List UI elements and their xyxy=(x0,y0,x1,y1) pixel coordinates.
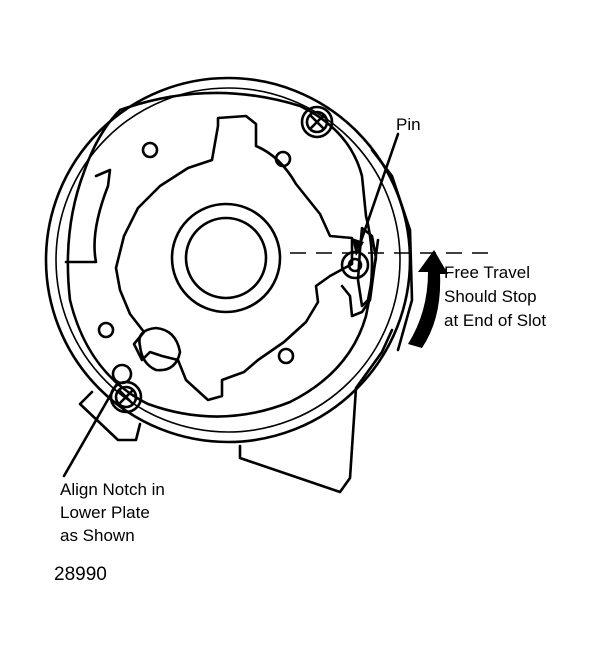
outer-housing-inner-ring xyxy=(55,87,401,433)
free-travel-label-line-2: Should Stop xyxy=(444,287,537,306)
hole-lower-right xyxy=(277,347,295,365)
hole-upper-left xyxy=(141,141,159,159)
figure-number: 28990 xyxy=(54,564,107,585)
pin-slot xyxy=(356,226,378,308)
housing-bracket xyxy=(238,328,394,494)
pin-leader-arrowhead xyxy=(352,238,364,256)
align-notch-label-line-1: Align Notch in xyxy=(60,480,165,499)
upper-plate-outline xyxy=(66,91,374,418)
hole-lower-left xyxy=(97,321,115,339)
hole-upper-right xyxy=(274,150,292,168)
lower-plate-edge-2 xyxy=(340,238,380,318)
curved-arrow-icon xyxy=(408,250,448,348)
notch-circle xyxy=(111,363,133,385)
screw-head-icon xyxy=(109,380,143,414)
inner-plate xyxy=(114,114,354,402)
pin xyxy=(340,250,370,280)
notch-leader-line xyxy=(62,380,120,478)
align-notch-label-line-2: Lower Plate xyxy=(60,503,150,522)
free-travel-label-line-1: Free Travel xyxy=(444,263,530,282)
align-notch-label-line-3: as Shown xyxy=(60,526,135,545)
pin-leader-line xyxy=(356,132,400,252)
screw-head-icon xyxy=(300,105,334,139)
lower-plate-edge xyxy=(64,168,112,264)
vacuum-lobe xyxy=(138,326,182,372)
center-hub-outer xyxy=(170,202,282,314)
pin-label: Pin xyxy=(396,115,421,134)
center-hub-inner xyxy=(184,216,268,300)
housing-lower-left xyxy=(78,390,142,442)
free-travel-label-line-3: at End of Slot xyxy=(444,311,546,330)
outer-housing-ring xyxy=(44,76,412,444)
